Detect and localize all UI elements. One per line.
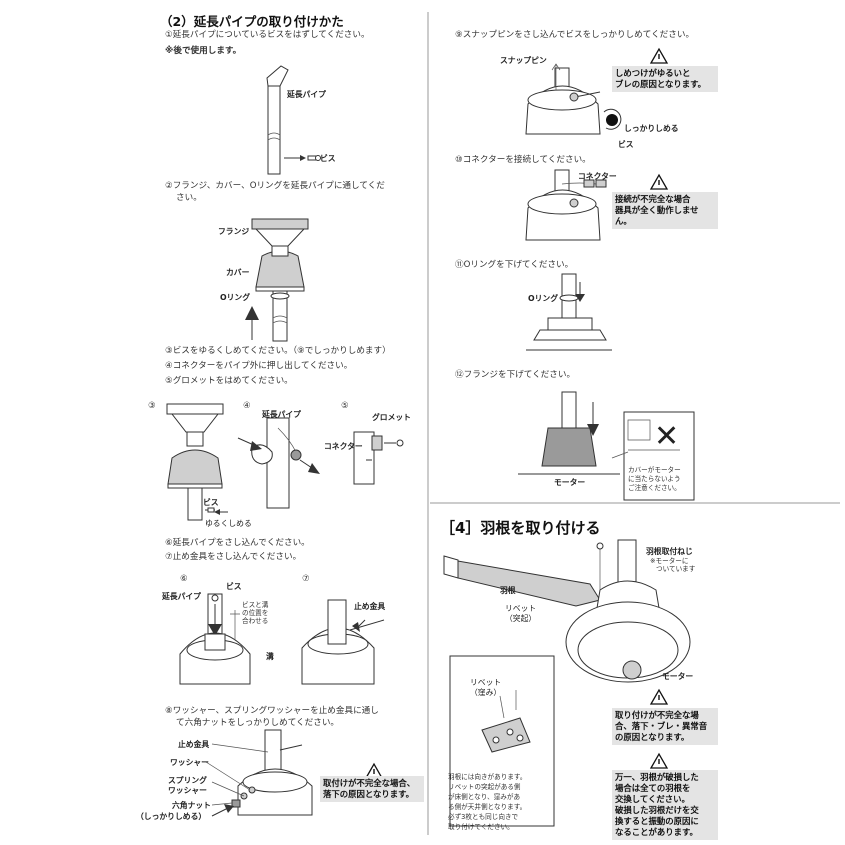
label-motor-4: モーター xyxy=(662,672,694,681)
warning-blade-attach: 取り付けが不完全な場 合、落下・ブレ・異常音 の原因となります。 xyxy=(612,708,718,745)
blade-direction-note: 羽根には向きがあります。 リベットの突起がある側 が床側となり、窪みがあ る側が… xyxy=(448,773,527,831)
label-pipe-6: 延長パイプ xyxy=(162,592,201,601)
label-groove: 溝 xyxy=(266,652,274,661)
step3-text: ③ビスをゆるくしめてください。（⑨でしっかりしめます） xyxy=(165,346,391,356)
label-screw-6: ビス xyxy=(226,582,242,591)
label-align-3: 合わせる xyxy=(242,617,269,625)
fig-rivet-detail xyxy=(449,655,555,827)
label-hex-nut: 六角ナット xyxy=(172,801,211,810)
label-rivet-recessed-1: リベット xyxy=(470,678,502,687)
label-spring-washer-1: スプリング xyxy=(168,776,207,785)
label-spring-washer-2: ワッシャー xyxy=(168,786,207,795)
step11-text: ⑪Oリングを下げてください。 xyxy=(455,260,574,270)
label-washer: ワッシャー xyxy=(170,758,209,767)
label-blade-screw: 羽根取付ねじ xyxy=(646,547,693,556)
step9-text: ⑨スナップピンをさし込んでビスをしっかりしめてください。 xyxy=(455,30,695,40)
warning-step8: 取付けが不完全な場合、 落下の原因となります。 xyxy=(320,776,424,802)
warning-step9: しめつけがゆるいと ブレの原因となります。 xyxy=(612,66,718,92)
fig-number-3: ③ xyxy=(148,401,156,411)
fig-step3 xyxy=(166,403,228,521)
blade-screw-note-2: ついています xyxy=(656,565,696,573)
fig-number-6: ⑥ xyxy=(180,574,188,584)
section-title: （2）延長パイプの取り付けかた xyxy=(160,14,344,29)
section4-title: ［4］羽根を取り付ける xyxy=(440,519,601,537)
step12-text: ⑫フランジを下げてください。 xyxy=(455,370,576,380)
label-screw-9: ビス xyxy=(618,140,634,149)
label-cover: カバー xyxy=(226,268,250,277)
label-grommet: グロメット xyxy=(372,413,411,422)
warning-triangle-icons xyxy=(364,47,669,779)
fig-blade-attach xyxy=(443,539,691,683)
step4-text: ④コネクターをパイプ外に押し出してください。 xyxy=(165,361,353,371)
fig-step8 xyxy=(205,729,313,817)
label-tighten-8: （しっかりしめる） xyxy=(136,812,207,821)
fig-step4 xyxy=(237,417,320,509)
fig-step5 xyxy=(353,431,404,485)
step6-text: ⑥延長パイプをさし込んでください。 xyxy=(165,538,310,548)
label-rivet-raised: （突起） xyxy=(505,614,537,623)
step10-text: ⑩コネクターを接続してください。 xyxy=(455,155,591,165)
cover-note-3: ご注意ください。 xyxy=(628,484,681,492)
label-align-2: の位置を xyxy=(242,609,269,617)
fig-flange-cover xyxy=(245,218,309,342)
step2-text-2: さい。 xyxy=(176,193,202,203)
label-snap-pin: スナップピン xyxy=(500,56,547,65)
label-screw: ビス xyxy=(320,154,336,163)
label-tighten-9: しっかりしめる xyxy=(624,124,679,133)
warning-step10: 接続が不完全な場合 器具が全く動作しません。 xyxy=(612,192,718,229)
label-connector-10: コネクター xyxy=(578,172,617,181)
fig-step11 xyxy=(526,273,612,351)
step8-text-1: ⑧ワッシャー、スプリングワッシャーを止め金具に通し xyxy=(165,706,379,716)
label-loosen: ゆるくしめる xyxy=(205,519,252,528)
fig-number-5: ⑤ xyxy=(341,401,349,411)
fig-step7 xyxy=(301,599,385,685)
x-mark-icon: ✕ xyxy=(654,419,680,454)
step1-text: ①延長パイプについているビスをはずしてください。 xyxy=(165,30,370,40)
label-align-1: ビスと溝 xyxy=(242,601,269,609)
label-stopper-8: 止め金具 xyxy=(178,740,210,749)
cover-note-1: カバーがモーター xyxy=(628,466,681,474)
label-oring: Oリング xyxy=(220,293,251,302)
step7-text: ⑦止め金具をさし込んでください。 xyxy=(165,552,302,562)
cover-note-2: に当たらないよう xyxy=(628,475,681,483)
fig-number-4: ④ xyxy=(243,401,251,411)
fig-step12 xyxy=(518,391,695,501)
fig-number-7: ⑦ xyxy=(302,574,310,584)
step2-text-1: ②フランジ、カバー、Oリングを延長パイプに通してくだ xyxy=(165,181,385,191)
warning-blade-replace: 万一、羽根が破損した 場合は全ての羽根を 交換してください。 破損した羽根だけを… xyxy=(612,770,718,840)
step8-text-2: て六角ナットをしっかりしめてください。 xyxy=(176,718,340,728)
step5-text: ⑤グロメットをはめてください。 xyxy=(165,376,293,386)
label-pipe: 延長パイプ xyxy=(287,90,326,99)
label-flange: フランジ xyxy=(218,227,250,236)
label-motor-12: モーター xyxy=(554,478,586,487)
label-rivet-recessed-2: （窪み） xyxy=(470,688,502,697)
blade-screw-note-1: ※モーターに xyxy=(650,557,689,565)
label-rivet: リベット xyxy=(505,604,537,613)
fig-step10 xyxy=(525,169,607,241)
label-screw-3: ビス xyxy=(203,498,219,507)
fig-step6 xyxy=(179,593,251,685)
label-connector: コネクター xyxy=(324,442,363,451)
step1-note: ※後で使用します。 xyxy=(165,46,242,56)
label-oring-11: Oリング xyxy=(528,294,559,303)
fig-pipe-screw xyxy=(266,65,321,175)
label-pipe-4: 延長パイプ xyxy=(262,410,301,419)
label-stopper-7: 止め金具 xyxy=(354,602,386,611)
label-blade: 羽根 xyxy=(500,586,516,595)
fig-step9 xyxy=(525,63,622,135)
